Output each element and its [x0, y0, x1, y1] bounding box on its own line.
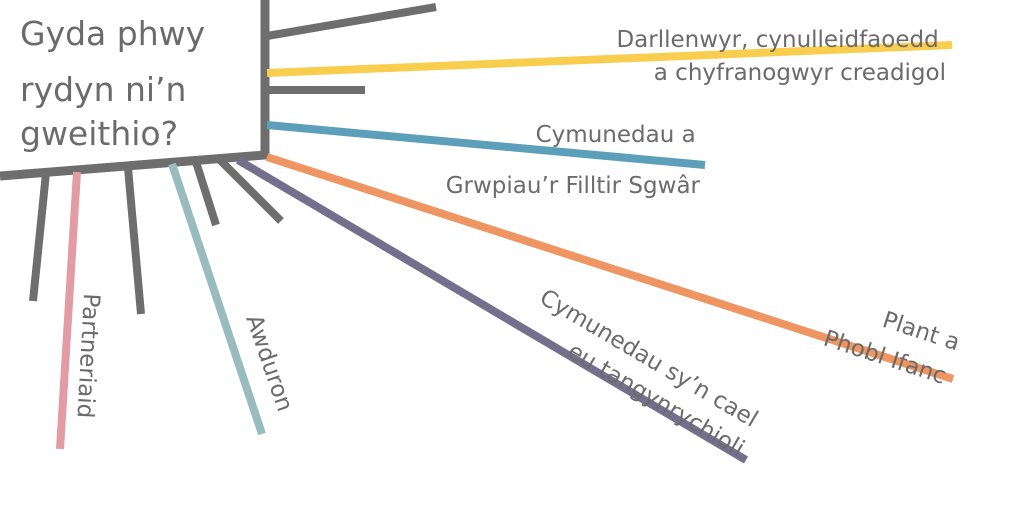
- readers-branch-line: [266, 41, 953, 77]
- hub-box: [0, 0, 270, 181]
- grey-spoke-down-2: [124, 167, 145, 315]
- underrepresented-branch-line: [235, 156, 749, 464]
- grey-spokes: [29, 3, 437, 315]
- readers-label: Darllenwyr, cynulleidfaoedd a chyfranogw…: [616, 27, 946, 86]
- partners-label-line-1: Partneriaid: [71, 293, 104, 419]
- partners-label-group: Partneriaid: [71, 293, 104, 419]
- grey-spoke-down-4: [217, 157, 284, 224]
- communities-branch-line: [266, 121, 706, 169]
- grey-spoke-down-1: [29, 172, 50, 302]
- hub-title-line-3: gweithio?: [20, 114, 178, 153]
- grey-spoke-top: [266, 3, 437, 40]
- young-people-branch-line: [265, 153, 955, 383]
- grey-spoke-down-3: [192, 160, 220, 227]
- partners-label: Partneriaid: [71, 293, 104, 419]
- communities-label-line-1: Cymunedau a: [536, 122, 696, 148]
- hub-title-line-1: Gyda phwy: [20, 14, 205, 53]
- underrepresented-label-group: Cymunedau sy’n cael eu tangynrychioli: [519, 284, 768, 464]
- partners-branch-line: [56, 171, 81, 450]
- communities-label-line-2: Grwpiau’r Filltir Sgwâr: [446, 173, 701, 199]
- hub-title: Gyda phwy rydyn ni’n gweithio?: [20, 14, 216, 153]
- underrepresented-label: Cymunedau sy’n cael eu tangynrychioli: [519, 284, 768, 464]
- hub-title-line-2: rydyn ni’n: [20, 70, 186, 109]
- authors-branch-line: [168, 162, 266, 436]
- readers-label-line-2: a chyfranogwyr creadigol: [654, 60, 946, 86]
- communities-label: Cymunedau a Grwpiau’r Filltir Sgwâr: [446, 122, 703, 199]
- readers-label-line-1: Darllenwyr, cynulleidfaoedd: [616, 27, 938, 53]
